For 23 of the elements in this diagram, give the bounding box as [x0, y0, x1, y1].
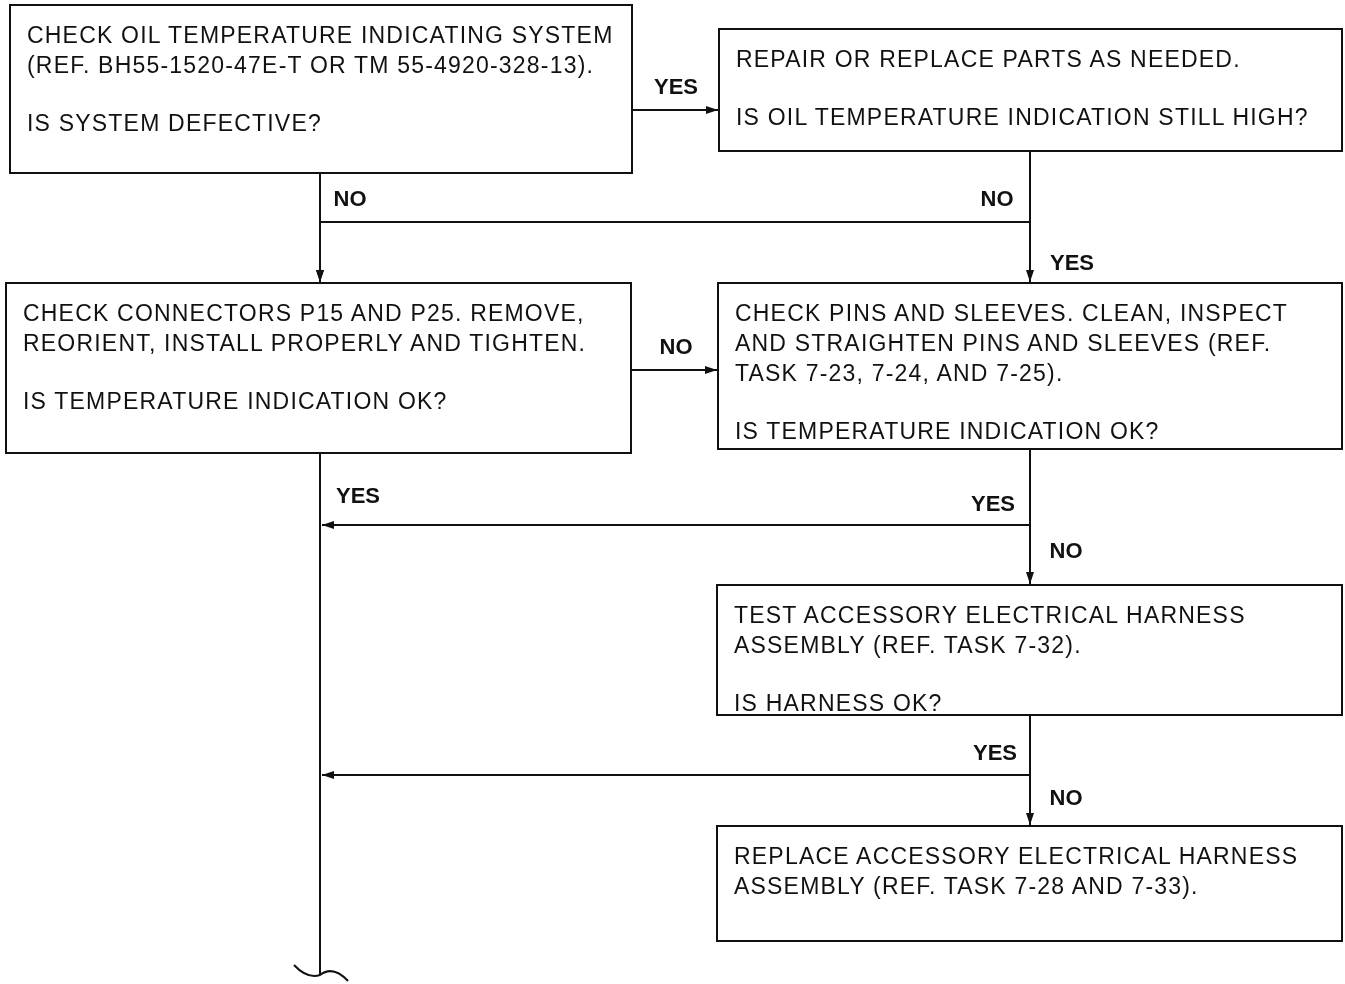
- arrow: [1026, 151, 1034, 283]
- connector-line: [319, 453, 321, 976]
- process-box: [716, 825, 1343, 942]
- box-text: REPAIR OR REPLACE PARTS AS NEEDED.: [736, 45, 1242, 74]
- arrow: [631, 366, 718, 374]
- box-text: IS TEMPERATURE INDICATION OK?: [23, 387, 449, 416]
- box-text: CHECK PINS AND SLEEVES. CLEAN, INSPECT AND STRAIGHTEN PINS AND SLEEVES (REF. TASK 7-23, 7-24, AND 7-25).: [735, 299, 1289, 388]
- box-text: REPLACE ACCESSORY ELECTRICAL HARNESS ASSEMBLY (REF. TASK 7-28 AND 7-33).: [734, 842, 1300, 901]
- box-text: TEST ACCESSORY ELECTRICAL HARNESS ASSEMBLY (REF. TASK 7-32).: [734, 601, 1247, 660]
- box-text: CHECK OIL TEMPERATURE INDICATING SYSTEM (REF. BH55-1520-47E-T OR TM 55-4920-328-13).: [27, 21, 615, 80]
- arrow: [632, 106, 719, 114]
- process-box: [718, 28, 1343, 152]
- arrow: [1026, 449, 1034, 585]
- box-text: IS OIL TEMPERATURE INDICATION STILL HIGH?: [736, 103, 1310, 132]
- process-box: [5, 282, 632, 454]
- box-text: IS TEMPERATURE INDICATION OK?: [735, 417, 1161, 446]
- box-text: CHECK CONNECTORS P15 AND P25. REMOVE, REORIENT, INSTALL PROPERLY AND TIGHTEN.: [23, 299, 588, 358]
- process-box: [9, 4, 633, 174]
- arrow: [1026, 715, 1034, 826]
- process-box: [717, 282, 1343, 450]
- box-text: IS HARNESS OK?: [734, 689, 944, 718]
- box-text: IS SYSTEM DEFECTIVE?: [27, 109, 323, 138]
- process-box: [716, 584, 1343, 716]
